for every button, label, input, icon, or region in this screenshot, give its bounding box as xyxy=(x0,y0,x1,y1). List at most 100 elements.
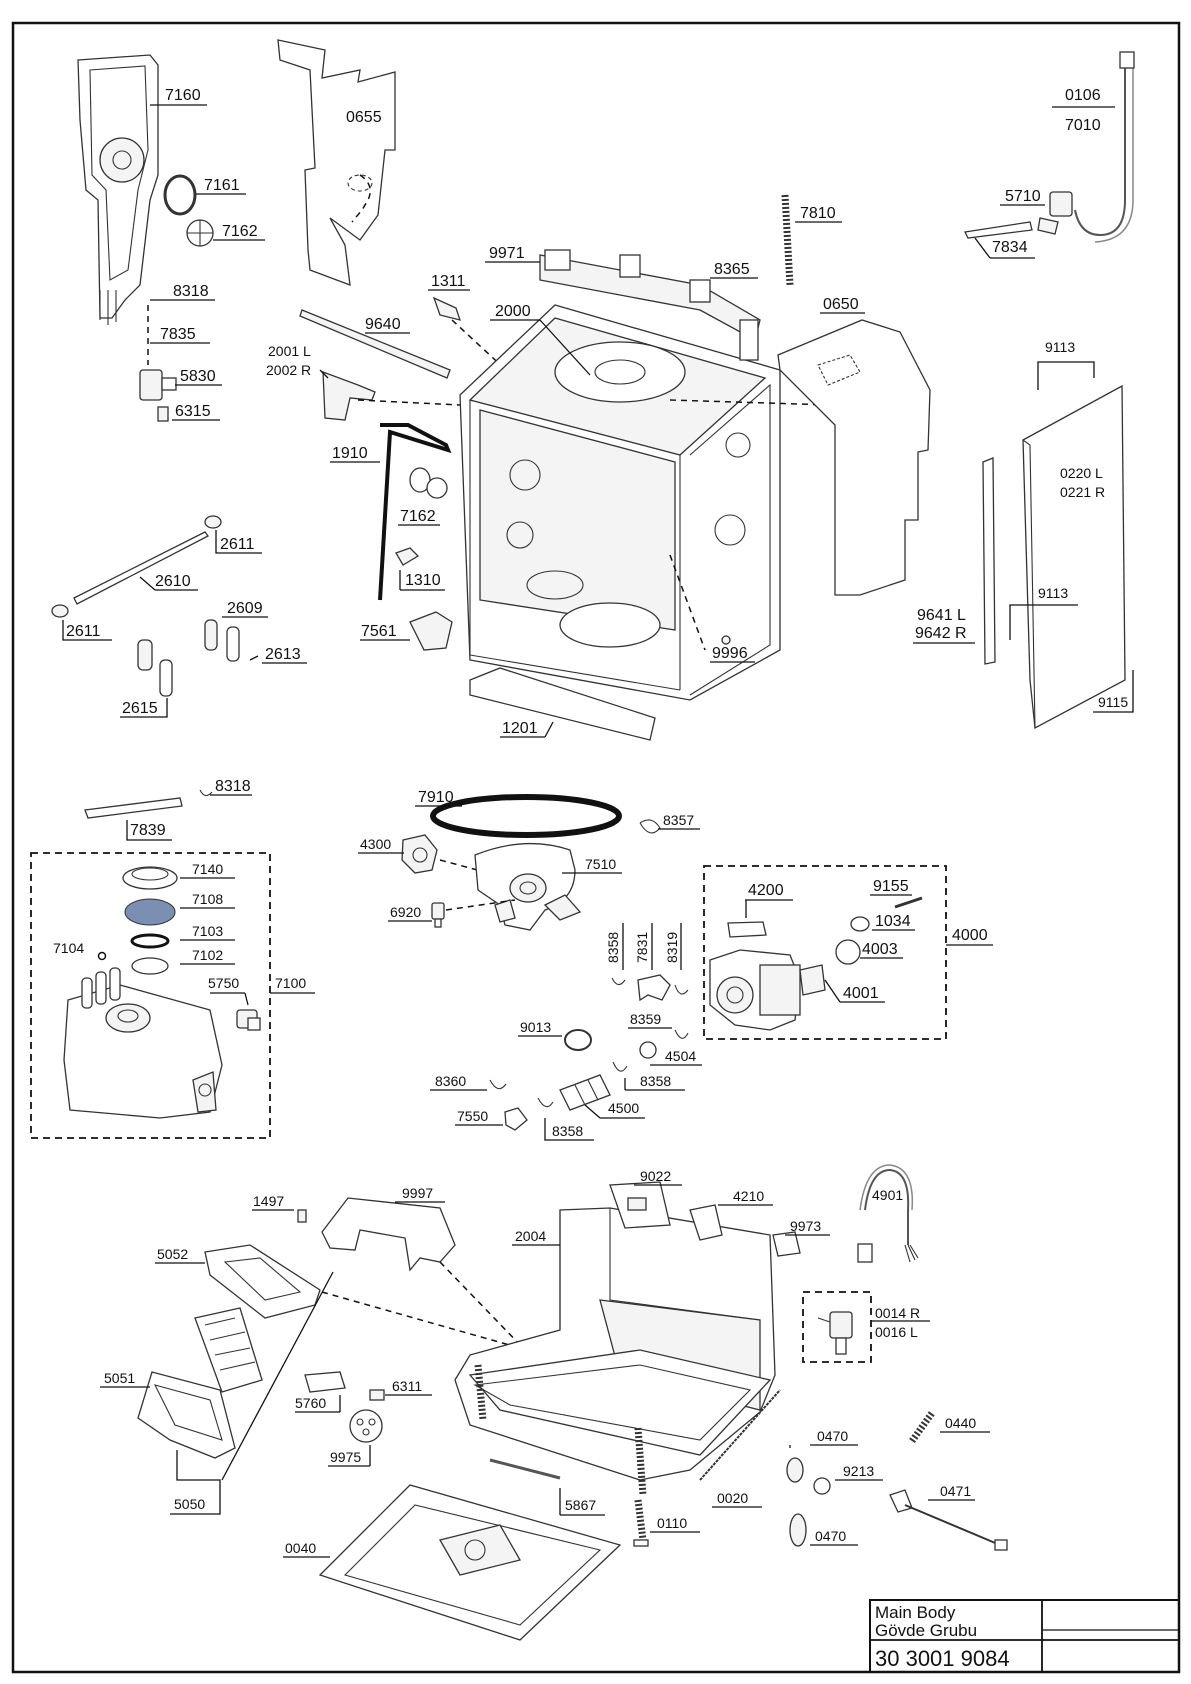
label-7831: 7831 xyxy=(634,932,650,963)
label-0650: 0650 xyxy=(823,296,859,313)
label-4300: 4300 xyxy=(360,836,391,852)
part-7831-hose xyxy=(637,974,671,1002)
label-8318-left: 8318 xyxy=(215,778,251,795)
part-7834-hose xyxy=(964,221,1033,239)
part-2611-cap-right xyxy=(204,515,222,529)
part-2609-roller xyxy=(204,619,240,662)
part-2611-cap-left xyxy=(51,604,69,618)
label-0014: 0014 R xyxy=(875,1305,920,1321)
part-9975-filter xyxy=(349,1409,383,1443)
part-5867-rail xyxy=(489,1458,561,1480)
label-4504: 4504 xyxy=(665,1048,696,1064)
part-4003-cap xyxy=(835,939,861,965)
part-8359-clamp xyxy=(674,1029,689,1039)
part-5052-cover xyxy=(204,1244,321,1319)
part-0470-wheel-a xyxy=(786,1457,804,1483)
part-1310 xyxy=(395,547,420,566)
part-9013-clamp xyxy=(564,1029,592,1051)
part-1034-washer xyxy=(850,916,870,932)
label-9973: 9973 xyxy=(790,1218,821,1234)
part-9997-frame xyxy=(321,1197,456,1272)
part-5750-sensor xyxy=(236,1009,261,1031)
part-7510-sump xyxy=(474,842,582,931)
label-4001: 4001 xyxy=(843,985,879,1002)
part-8318-clamp xyxy=(199,789,213,797)
label-7510: 7510 xyxy=(585,856,616,872)
label-8318-top: 8318 xyxy=(173,283,209,300)
label-8358-b: 8358 xyxy=(640,1073,671,1089)
part-9640-strip xyxy=(299,309,451,379)
label-0470-bottom: 0470 xyxy=(815,1528,846,1544)
label-9971: 9971 xyxy=(489,245,525,262)
label-8365: 8365 xyxy=(714,261,750,278)
part-7810-hose xyxy=(781,194,794,286)
label-4003: 4003 xyxy=(862,941,898,958)
label-6315: 6315 xyxy=(175,403,211,420)
part-4200-filter xyxy=(727,921,767,938)
part-7839-hose xyxy=(84,797,183,819)
label-9113-side: 9113 xyxy=(1038,585,1068,601)
label-7161: 7161 xyxy=(204,177,240,194)
part-9641-trim xyxy=(982,457,996,665)
part-5050-board xyxy=(194,1307,263,1393)
part-4210-sensor xyxy=(689,1204,723,1241)
label-9640: 9640 xyxy=(365,316,401,333)
part-2001-bracket xyxy=(322,371,376,421)
label-4901: 4901 xyxy=(872,1187,903,1203)
part-0220-side-panel xyxy=(1022,384,1126,730)
part-9973 xyxy=(772,1231,801,1257)
part-2615-roller xyxy=(137,639,173,697)
label-2001: 2001 L xyxy=(268,343,311,359)
label-4210: 4210 xyxy=(733,1188,764,1204)
title-name-en: Main Body xyxy=(875,1603,956,1622)
part-9996-screw xyxy=(721,635,731,645)
label-2615: 2615 xyxy=(122,700,158,717)
label-2611-right: 2611 xyxy=(220,536,255,553)
label-7839: 7839 xyxy=(130,822,166,839)
title-name-tr: Gövde Grubu xyxy=(875,1621,977,1640)
part-7161-ring xyxy=(163,174,197,216)
label-2611-left: 2611 xyxy=(66,623,101,640)
label-9155: 9155 xyxy=(873,878,909,895)
part-5051-frame xyxy=(137,1371,236,1459)
part-9022-board xyxy=(609,1181,671,1229)
label-6311: 6311 xyxy=(392,1378,422,1394)
group-0014-box xyxy=(802,1291,872,1363)
label-7810: 7810 xyxy=(800,205,836,222)
part-7162-impeller xyxy=(186,219,214,247)
label-0470-top: 0470 xyxy=(817,1428,848,1444)
label-0040: 0040 xyxy=(285,1540,316,1556)
part-8319-clamp xyxy=(674,984,689,995)
part-7102-ring xyxy=(131,957,169,975)
part-7100-softener xyxy=(63,967,223,1119)
part-8358-clamp-b xyxy=(612,1061,628,1072)
part-9213-washer xyxy=(813,1477,831,1495)
label-0221: 0221 R xyxy=(1060,484,1105,500)
part-0110-foot xyxy=(634,1499,647,1541)
label-4000: 4000 xyxy=(952,927,988,944)
label-7834: 7834 xyxy=(992,239,1028,256)
part-6311 xyxy=(369,1389,385,1401)
label-8358-a: 8358 xyxy=(605,932,621,963)
label-5760: 5760 xyxy=(295,1395,326,1411)
label-7108: 7108 xyxy=(192,891,223,907)
part-0655-insulation xyxy=(277,39,396,286)
label-7550: 7550 xyxy=(457,1108,488,1124)
part-7160-cover xyxy=(77,54,159,325)
part-4300-module xyxy=(401,834,438,874)
label-0110: 0110 xyxy=(657,1515,687,1531)
label-2610: 2610 xyxy=(155,573,191,590)
title-doc-number: 30 3001 9084 xyxy=(875,1646,1010,1671)
part-2610-rail xyxy=(73,531,209,605)
part-0014-foot xyxy=(817,1311,853,1355)
label-7100: 7100 xyxy=(275,975,306,991)
part-0106-cable xyxy=(1074,62,1126,237)
part-1201-rail xyxy=(469,667,656,741)
label-0016: 0016 L xyxy=(875,1324,918,1340)
label-2004: 2004 xyxy=(515,1228,546,1244)
label-7102: 7102 xyxy=(192,947,223,963)
label-1034: 1034 xyxy=(875,913,911,930)
label-9997: 9997 xyxy=(402,1185,433,1201)
label-9975: 9975 xyxy=(330,1449,361,1465)
